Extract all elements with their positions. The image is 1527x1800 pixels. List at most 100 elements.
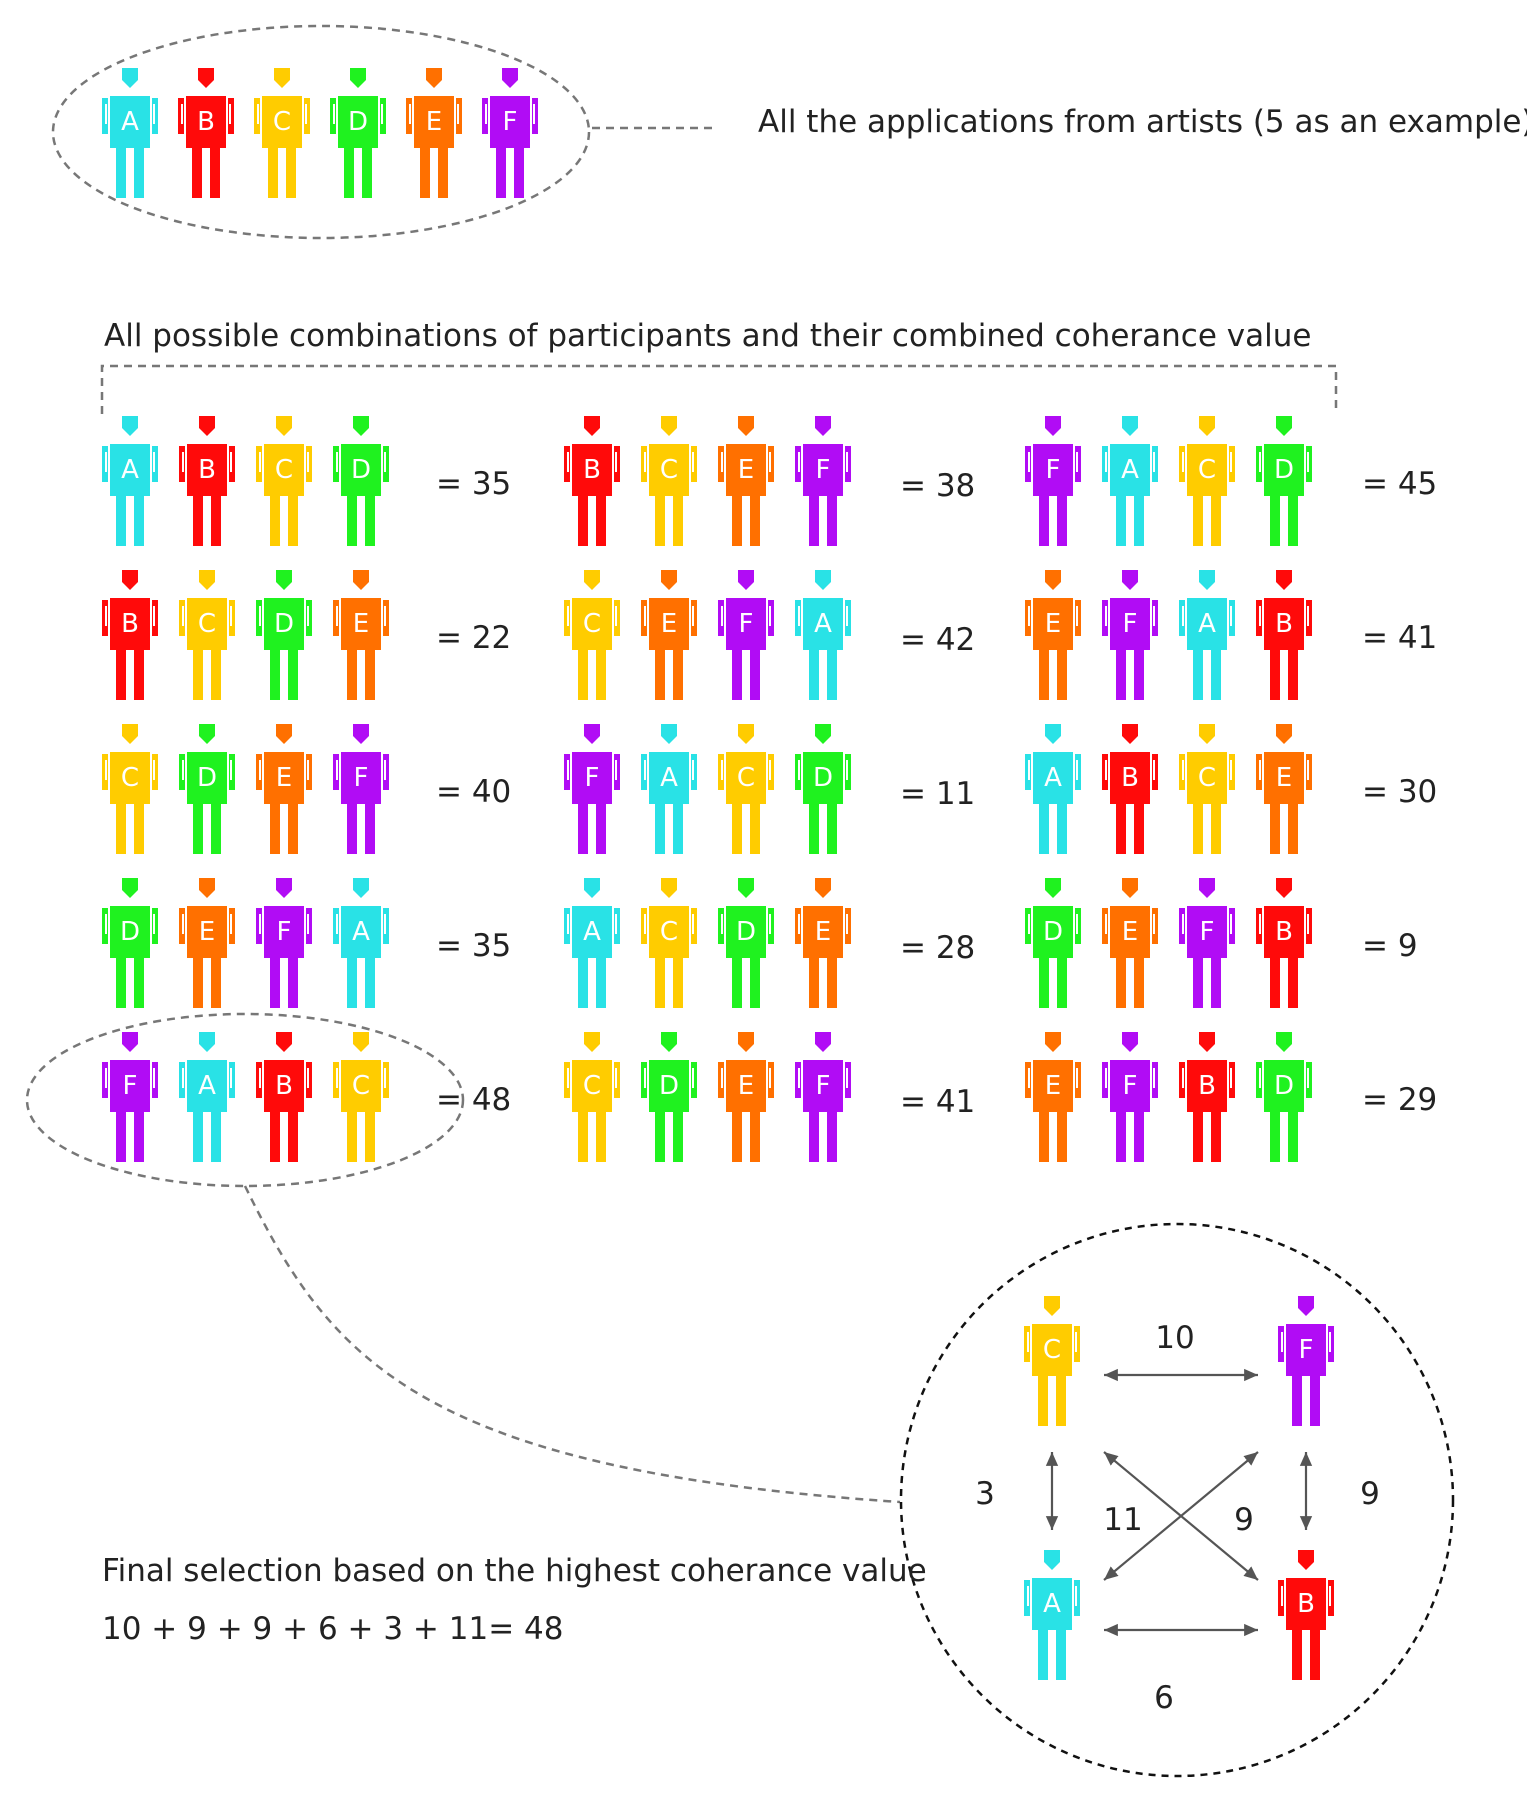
participant-letter: D: [351, 455, 371, 485]
participant-letter: F: [1046, 455, 1061, 485]
participant-figure-a: A: [179, 1032, 235, 1162]
participant-letter: E: [1045, 1071, 1061, 1101]
participant-figure-b: B: [179, 416, 235, 546]
combination-score: = 35: [436, 928, 512, 964]
participant-letter: A: [583, 917, 601, 947]
participant-letter: F: [585, 763, 600, 793]
participant-letter: A: [814, 609, 832, 639]
participant-letter: B: [121, 609, 139, 639]
participant-letter: F: [354, 763, 369, 793]
participant-figure-a: A: [564, 878, 620, 1008]
participant-letter: A: [1121, 455, 1139, 485]
participant-figure-f: F: [795, 1032, 851, 1162]
participant-letter: D: [274, 609, 294, 639]
participant-letter: E: [1122, 917, 1138, 947]
participant-figure-d: D: [1256, 416, 1312, 546]
participant-letter: C: [121, 763, 139, 793]
participant-figure-a: A: [795, 570, 851, 700]
participant-letter: F: [503, 107, 518, 137]
participant-figure-a: A: [1179, 570, 1235, 700]
participant-figure-e: E: [718, 1032, 774, 1162]
participant-letter: E: [661, 609, 677, 639]
combination-score: = 40: [436, 774, 512, 810]
participant-letter: C: [1198, 455, 1216, 485]
participant-letter: C: [273, 107, 291, 137]
participant-figure-b: B: [256, 1032, 312, 1162]
participant-figure-c: C: [1179, 724, 1235, 854]
participant-figure-d: D: [102, 878, 158, 1008]
participant-letter: F: [1123, 609, 1138, 639]
combination-score: = 45: [1362, 466, 1438, 502]
participant-figure-f: F: [1102, 1032, 1158, 1162]
participant-letter: D: [659, 1071, 679, 1101]
participant-figure-c: C: [641, 416, 697, 546]
participant-figure-f: F: [795, 416, 851, 546]
combinations-caption: All possible combinations of participant…: [104, 318, 1312, 354]
combination-score: = 48: [436, 1082, 512, 1118]
participant-figure-d: D: [179, 724, 235, 854]
participant-letter: C: [737, 763, 755, 793]
participant-letter: E: [199, 917, 215, 947]
participant-figure-f: F: [1102, 570, 1158, 700]
participant-figure-f: F: [256, 878, 312, 1008]
zoom-connector: [243, 1185, 901, 1504]
participant-figure-f: F: [718, 570, 774, 700]
participant-letter: E: [815, 917, 831, 947]
participant-figure-e: E: [406, 68, 462, 198]
participant-letter: C: [198, 609, 216, 639]
participant-letter: D: [197, 763, 217, 793]
participant-letter: E: [738, 1071, 754, 1101]
participant-letter: D: [813, 763, 833, 793]
participant-figure-f: F: [1278, 1296, 1334, 1426]
combination-score: = 38: [900, 468, 976, 504]
participant-figure-a: A: [1025, 724, 1081, 854]
participant-letter: F: [123, 1071, 138, 1101]
participant-letter: D: [348, 107, 368, 137]
participant-letter: E: [353, 609, 369, 639]
participant-letter: C: [275, 455, 293, 485]
participant-figure-c: C: [102, 724, 158, 854]
participant-figure-c: C: [333, 1032, 389, 1162]
participant-letter: A: [660, 763, 678, 793]
participant-figure-e: E: [1102, 878, 1158, 1008]
participant-letter: A: [121, 455, 139, 485]
participant-letter: E: [1045, 609, 1061, 639]
edge-weight-c-a: 3: [975, 1476, 995, 1512]
participant-figure-b: B: [1102, 724, 1158, 854]
edge-weight-a-b: 6: [1154, 1680, 1174, 1716]
participant-letter: E: [426, 107, 442, 137]
participant-figure-e: E: [1025, 570, 1081, 700]
participant-figure-f: F: [1179, 878, 1235, 1008]
participant-figure-e: E: [1256, 724, 1312, 854]
participant-figure-e: E: [256, 724, 312, 854]
participant-figure-b: B: [1256, 878, 1312, 1008]
participant-figure-a: A: [333, 878, 389, 1008]
participant-figure-e: E: [795, 878, 851, 1008]
combination-score: = 28: [900, 930, 976, 966]
participant-figure-f: F: [564, 724, 620, 854]
participant-letter: E: [1276, 763, 1292, 793]
combination-score: = 22: [436, 620, 512, 656]
combination-score: = 30: [1362, 774, 1438, 810]
participant-figure-c: C: [641, 878, 697, 1008]
combination-score: = 11: [900, 776, 976, 812]
participant-figure-a: A: [102, 416, 158, 546]
participant-figure-c: C: [1179, 416, 1235, 546]
edge-weight-f-a: 9: [1234, 1502, 1254, 1538]
participant-figure-d: D: [641, 1032, 697, 1162]
edge-weight-c-b: 11: [1103, 1502, 1143, 1538]
selection-formula: 10 + 9 + 9 + 6 + 3 + 11= 48: [102, 1611, 564, 1647]
applicants-caption: All the applications from artists (5 as …: [758, 104, 1527, 140]
participant-letter: B: [198, 455, 216, 485]
participant-figure-e: E: [1025, 1032, 1081, 1162]
participant-figure-a: A: [102, 68, 158, 198]
participant-letter: D: [1043, 917, 1063, 947]
edge-weight-f-b: 9: [1360, 1476, 1380, 1512]
selection-caption: Final selection based on the highest coh…: [102, 1553, 927, 1589]
edge-weight-c-f: 10: [1155, 1320, 1195, 1356]
edge-f-a: [1103, 1451, 1259, 1581]
participant-figure-c: C: [564, 1032, 620, 1162]
participant-letter: B: [1121, 763, 1139, 793]
